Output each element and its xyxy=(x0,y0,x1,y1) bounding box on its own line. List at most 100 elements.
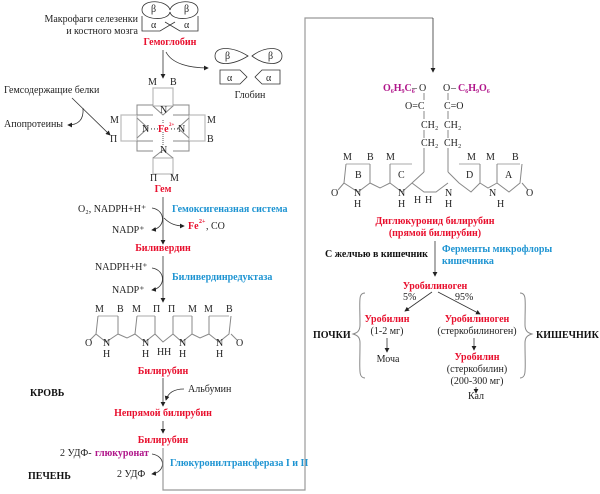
svg-text:B: B xyxy=(355,170,362,181)
svg-text:В: В xyxy=(367,152,374,163)
svg-text:2+: 2+ xyxy=(199,219,206,225)
arrow xyxy=(151,267,163,292)
svg-text:CH₂: CH₂ xyxy=(421,120,438,131)
arrow xyxy=(164,388,185,401)
svg-text:H: H xyxy=(103,349,110,360)
svg-text:М: М xyxy=(110,115,119,126)
svg-text:М: М xyxy=(467,152,476,163)
svg-text:O₆H₉C₆: O₆H₉C₆ xyxy=(383,83,415,94)
stercobilin-amount: (200-300 мг) xyxy=(451,376,504,387)
arrow xyxy=(67,107,84,128)
svg-text:N: N xyxy=(178,124,185,135)
albumin-label: Альбумин xyxy=(188,384,232,395)
svg-text:П: П xyxy=(150,173,157,184)
hemoglobin-icon: β β α α xyxy=(141,1,199,32)
bile-to-intestine-label: С желчью в кишечник xyxy=(325,249,428,260)
svg-text:М: М xyxy=(132,304,141,315)
bilirubin-structure: М В М П П М М В O O N N N N H H H H H H xyxy=(85,304,243,360)
svg-text:2+: 2+ xyxy=(169,123,175,128)
liver-bilirubin-label: Билирубин xyxy=(138,435,189,446)
svg-text:H: H xyxy=(216,349,223,360)
svg-text:N: N xyxy=(354,188,361,199)
svg-text:CH₂: CH₂ xyxy=(421,138,438,149)
stercobilinogen-label: (стеркобилиноген) xyxy=(437,326,516,337)
liver-section-label: ПЕЧЕНЬ xyxy=(28,471,71,482)
hemoglobin-label: Гемоглобин xyxy=(144,37,197,48)
svg-text:М: М xyxy=(207,115,216,126)
heme-proteins-label: Гемсодержащие белки xyxy=(4,85,100,96)
source-line-2: и костного мозга xyxy=(66,26,138,37)
svg-text:O: O xyxy=(331,188,338,199)
apoproteins-label: Апопротеины xyxy=(4,119,63,130)
svg-text:П: П xyxy=(168,304,175,315)
svg-text:–: – xyxy=(450,83,457,94)
svg-text:П: П xyxy=(110,134,117,145)
alpha-subunit: α xyxy=(184,20,190,31)
arrow xyxy=(151,207,163,232)
svg-text:H: H xyxy=(425,195,432,206)
heme-label: Гем xyxy=(155,184,172,195)
svg-text:В: В xyxy=(170,77,177,88)
intestine-label: КИШЕЧНИК xyxy=(536,330,600,341)
beta-subunit: β xyxy=(151,4,156,15)
svg-text:N: N xyxy=(160,105,167,116)
svg-text:H: H xyxy=(157,347,164,358)
svg-text:В: В xyxy=(226,304,233,315)
svg-text:П: П xyxy=(153,304,160,315)
globin-icon: β β α α xyxy=(214,48,283,85)
kidneys-label: ПОЧКИ xyxy=(313,330,351,341)
urobilinogen-right-label: Уробилиноген xyxy=(445,314,510,325)
microflora-enzymes-line1: Ферменты микрофлоры xyxy=(442,244,552,255)
beta-subunit: β xyxy=(184,4,189,15)
left-brace xyxy=(351,292,366,379)
svg-text:H: H xyxy=(179,349,186,360)
svg-text:N: N xyxy=(160,145,167,156)
svg-text:N: N xyxy=(216,338,223,349)
svg-text:N: N xyxy=(179,338,186,349)
svg-text:М: М xyxy=(204,304,213,315)
urine-label: Моча xyxy=(377,354,400,365)
arrow xyxy=(71,97,111,136)
svg-text:М: М xyxy=(170,173,179,184)
svg-text:N: N xyxy=(103,338,110,349)
connector-line xyxy=(162,17,433,491)
svg-text:М: М xyxy=(343,152,352,163)
svg-text:D: D xyxy=(466,170,473,181)
svg-text:α: α xyxy=(227,73,233,84)
urobilin-right-label: Уробилин xyxy=(455,352,500,363)
alpha-subunit: α xyxy=(151,20,157,31)
svg-text:В: В xyxy=(207,134,214,145)
svg-text:М: М xyxy=(188,304,197,315)
svg-text:N: N xyxy=(142,338,149,349)
svg-text:В: В xyxy=(512,152,519,163)
udp-glucuronate-prefix: 2 УДФ- xyxy=(60,448,92,459)
urobilin-left-amount: (1-2 мг) xyxy=(371,326,404,337)
step1-output: NADP⁺ xyxy=(112,225,145,236)
svg-text:O=C: O=C xyxy=(405,101,425,112)
svg-text:α: α xyxy=(266,73,272,84)
step2-input: NADPH+H⁺ xyxy=(95,262,148,273)
iron-center: Fe xyxy=(158,124,169,135)
svg-text:CH₂: CH₂ xyxy=(444,138,461,149)
biliverdin-label: Биливердин xyxy=(135,243,191,254)
svg-text:β: β xyxy=(268,51,273,62)
co-product: , CO xyxy=(206,221,225,232)
right-brace xyxy=(519,292,534,379)
svg-text:O: O xyxy=(236,338,243,349)
microflora-enzymes-line2: кишечника xyxy=(442,256,494,267)
svg-text:М: М xyxy=(486,152,495,163)
svg-text:М: М xyxy=(386,152,395,163)
svg-text:C: C xyxy=(398,170,405,181)
diglucuronide-structure: O₆H₉C₆ – O O – C₆H₉O₆ O=C C=O CH₂ CH₂ CH… xyxy=(331,83,533,210)
step2-output: NADP⁺ xyxy=(112,285,145,296)
percent-intestine: 95% xyxy=(455,292,473,303)
urobilinogen-label: Уробилиноген xyxy=(403,281,468,292)
svg-text:H: H xyxy=(164,347,171,358)
direct-bilirubin-sublabel: (прямой билирубин) xyxy=(389,228,481,239)
direct-bilirubin-label: Диглюкуронид билирубин xyxy=(375,216,494,227)
percent-kidneys: 5% xyxy=(403,292,416,303)
svg-text:N: N xyxy=(445,188,452,199)
svg-text:N: N xyxy=(142,124,149,135)
svg-text:H: H xyxy=(445,199,452,210)
